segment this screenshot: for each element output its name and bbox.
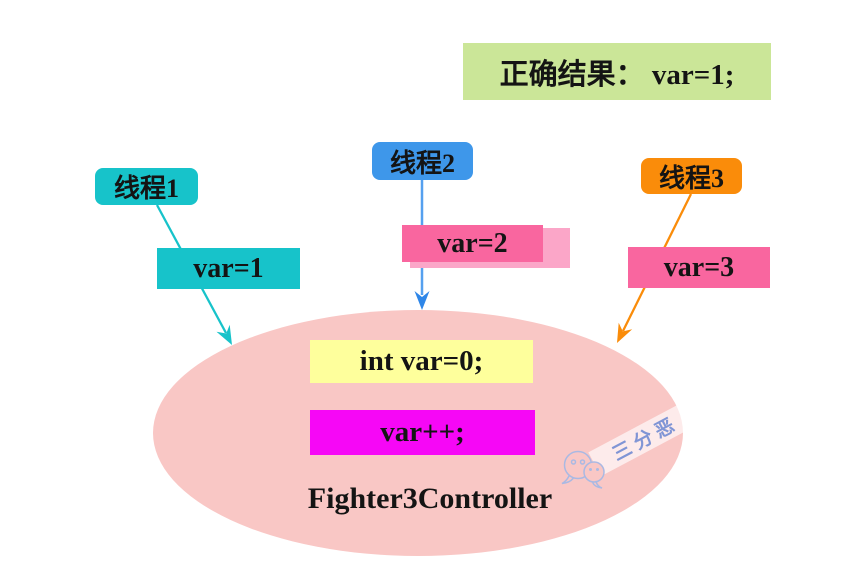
thread2-var-value: var=2 (437, 227, 508, 259)
controller-title: Fighter3Controller (280, 480, 580, 518)
wechat-icon (561, 450, 605, 489)
code-increment-box: var++; (310, 410, 535, 455)
thread3-label-box: 线程3 (641, 158, 742, 194)
code-increment-statement: var++; (380, 416, 465, 448)
code-init-statement: int var=0; (359, 345, 484, 377)
correct-result-box: 正确结果： var=1; (463, 43, 771, 100)
thread3-label: 线程3 (658, 163, 724, 193)
thread1-var-value: var=1 (193, 252, 264, 284)
thread2-label: 线程2 (389, 148, 455, 178)
correct-result-label: 正确结果： var=1; (499, 58, 735, 91)
thread1-label: 线程1 (113, 174, 179, 203)
thread2-label-box: 线程2 (372, 142, 473, 180)
code-init-box: int var=0; (310, 340, 533, 383)
thread1-var-box: var=1 (157, 248, 300, 289)
thread3-var-box: var=3 (628, 247, 770, 288)
controller-title-text: Fighter3Controller (307, 482, 553, 515)
thread3-var-value: var=3 (663, 251, 735, 283)
thread1-label-box: 线程1 (95, 168, 198, 205)
thread2-var-box: var=2 (402, 225, 543, 262)
